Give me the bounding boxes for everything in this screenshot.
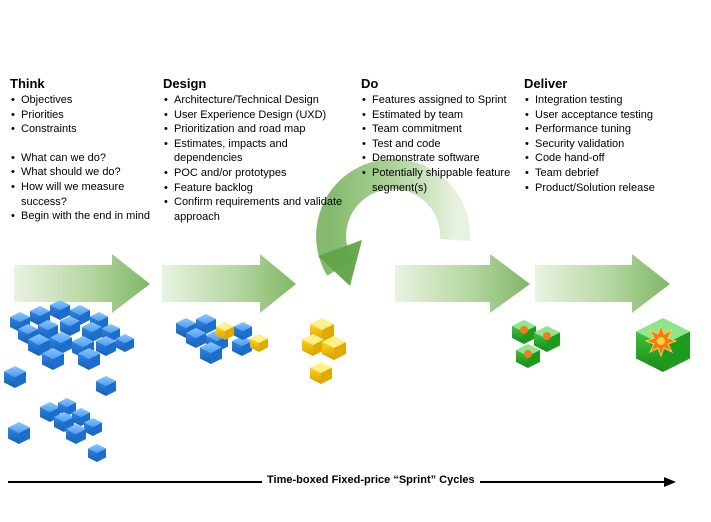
list-item: How will we measure success? [11,180,160,209]
design-cube-cluster [176,314,268,364]
design-heading: Design [163,76,207,91]
deliver-column: Deliver Integration testing User accepta… [524,76,664,195]
design-column: Design Architecture/Technical Design Use… [163,76,348,224]
list-item: Estimated by team [362,108,511,123]
list-item: Demonstrate software [362,151,511,166]
list-item: Constraints [11,122,160,137]
design-list: Architecture/Technical Design User Exper… [163,93,348,224]
think-heading: Think [10,76,45,91]
timeline-label: Time-boxed Fixed-price “Sprint” Cycles [262,474,480,486]
list-item: Code hand-off [525,151,664,166]
do-arrow [395,254,530,313]
list-item: Test and code [362,137,511,152]
list-item: Team commitment [362,122,511,137]
list-item: Performance tuning [525,122,664,137]
do-cube-cluster [302,318,346,384]
do-heading: Do [361,76,379,91]
think-cube-cluster [10,300,134,370]
list-item: Confirm requirements and validate approa… [164,195,348,224]
list-item: Feature backlog [164,181,348,196]
deliver-heading: Deliver [524,76,568,91]
think-scattered-cubes [4,366,116,462]
think-arrow [14,254,150,313]
do-column: Do Features assigned to Sprint Estimated… [361,76,511,195]
list-item: POC and/or prototypes [164,166,348,181]
list-item: Begin with the end in mind [11,209,160,224]
list-item: Features assigned to Sprint [362,93,511,108]
deliver-arrow [535,254,670,313]
list-item: User acceptance testing [525,108,664,123]
list-item: Priorities [11,108,160,123]
list-item: Security validation [525,137,664,152]
list-item: Integration testing [525,93,664,108]
list-item: What should we do? [11,165,160,180]
final-product-cube [636,318,690,372]
deliver-list: Integration testing User acceptance test… [524,93,664,195]
think-column: Think Objectives Priorities Constraints … [10,76,160,224]
list-item: Estimates, impacts and dependencies [164,137,348,166]
list-item: Prioritization and road map [164,122,348,137]
list-item: Objectives [11,93,160,108]
design-arrow [162,254,296,313]
list-item: Architecture/Technical Design [164,93,348,108]
list-item: What can we do? [11,151,160,166]
think-list: Objectives Priorities Constraints What c… [10,93,160,224]
list-item: User Experience Design (UXD) [164,108,348,123]
list-item: Product/Solution release [525,181,664,196]
deliver-cube-cluster [512,320,560,368]
list-item: Potentially shippable feature segment(s) [362,166,511,195]
list-item: Team debrief [525,166,664,181]
do-list: Features assigned to Sprint Estimated by… [361,93,511,195]
